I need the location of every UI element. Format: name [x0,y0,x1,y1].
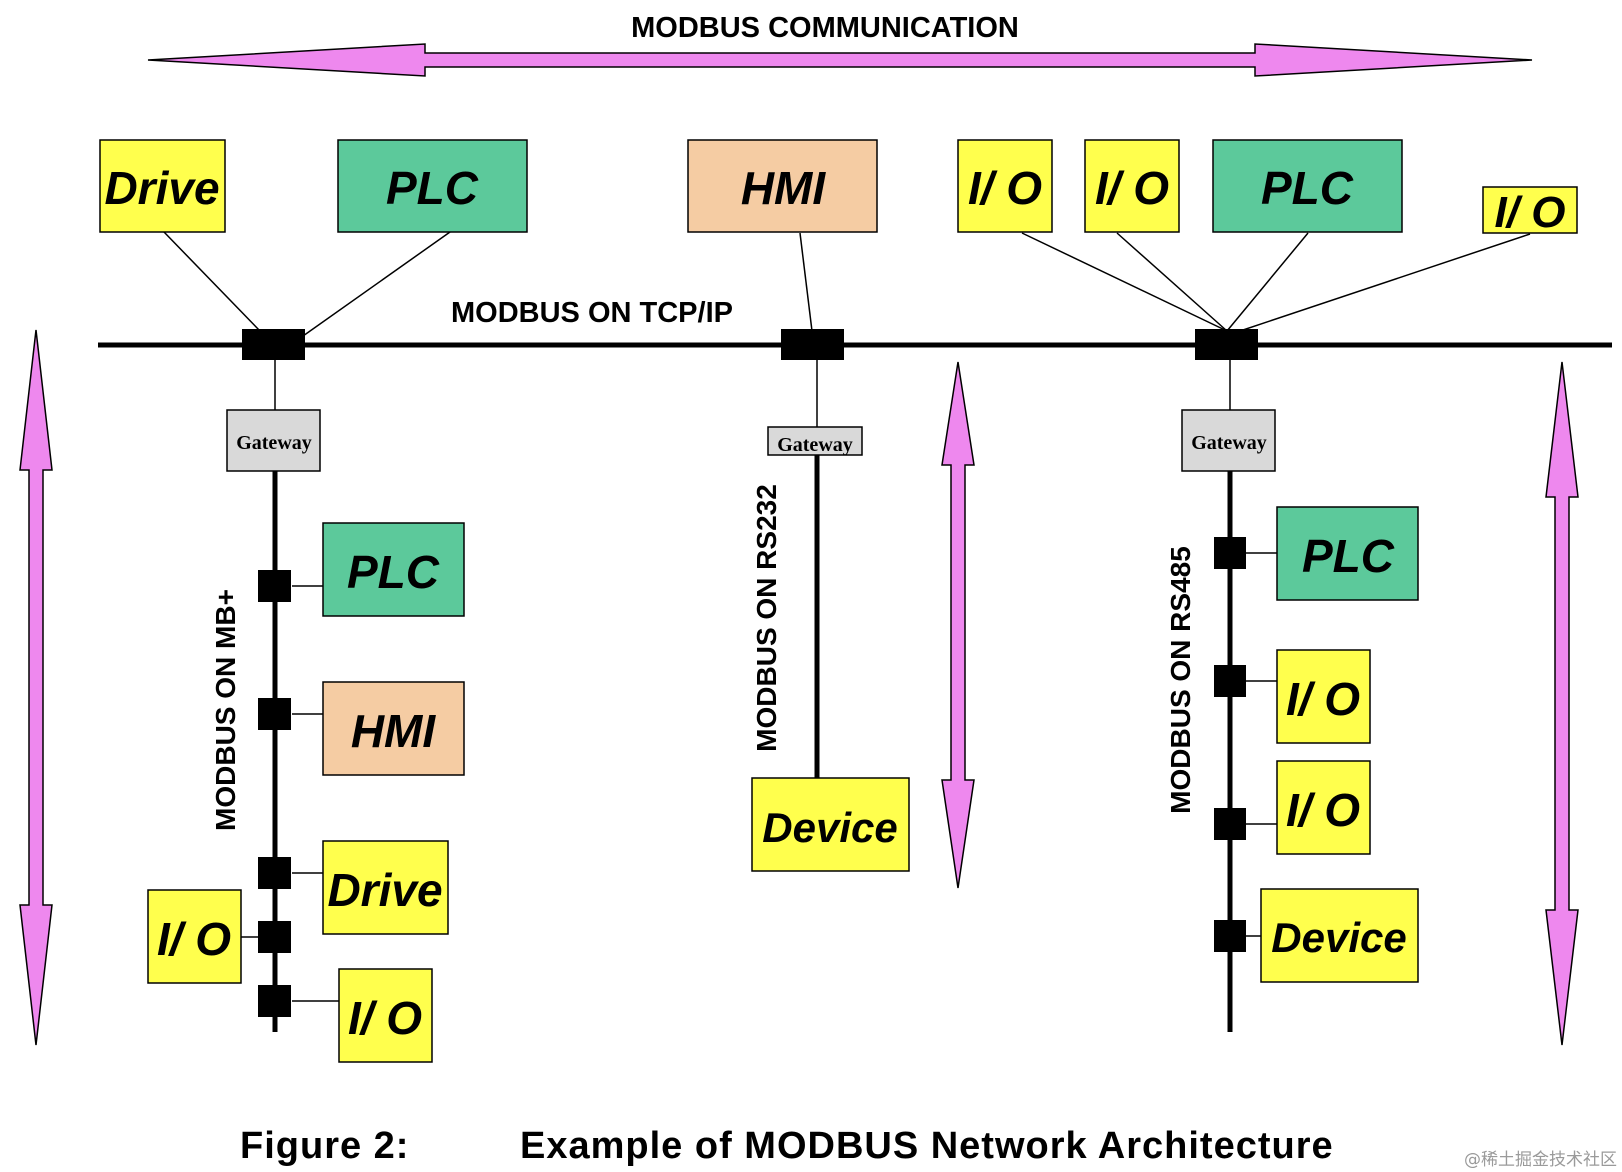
gateway-left: Gateway [226,409,321,472]
rs232-bus-label: MODBUS ON RS232 [751,484,782,752]
tcp-junction-left [242,329,305,360]
node-device-rs232: Device [751,777,910,872]
node-io-top-1: I/ O [957,139,1053,233]
node-drive-mbplus: Drive [322,840,449,935]
node-plc-mbplus: PLC [322,522,465,617]
diagram-title: MODBUS COMMUNICATION [631,12,1019,44]
svg-text:I/ O: I/ O [348,992,422,1044]
communication-arrow-vertical-middle [941,361,975,889]
node-io-rs485-1: I/ O [1276,649,1371,744]
node-plc-top-right: PLC [1212,139,1403,233]
svg-text:PLC: PLC [1261,162,1354,214]
mbplus-junction-4 [258,921,291,953]
communication-arrow-horizontal [147,43,1533,77]
svg-text:Drive: Drive [104,162,219,214]
svg-text:I/ O: I/ O [157,913,231,965]
svg-text:Drive: Drive [327,864,442,916]
node-plc-top-left: PLC [337,139,528,233]
mbplus-junction-1 [258,570,291,602]
mbplus-connection-lines [241,585,339,1002]
node-drive-top: Drive [99,139,226,233]
rs485-bus-label: MODBUS ON RS485 [1165,546,1196,814]
svg-text:Device: Device [1271,914,1406,961]
svg-text:PLC: PLC [1302,530,1395,582]
rs485-junction-3 [1214,808,1246,840]
svg-text:I/ O: I/ O [1286,784,1360,836]
svg-text:I/ O: I/ O [1095,162,1169,214]
rs485-connection-lines [1246,552,1277,937]
caption-title: Example of MODBUS Network Architecture [520,1125,1334,1167]
svg-text:I/ O: I/ O [968,162,1042,214]
svg-text:HMI: HMI [741,162,827,214]
svg-text:HMI: HMI [351,705,437,757]
gateway-right: Gateway [1181,409,1276,472]
mbplus-junction-5 [258,985,291,1017]
node-io-top-3: I/ O [1482,186,1578,237]
tcp-junction-middle [781,329,844,360]
mbplus-bus-label: MODBUS ON MB+ [210,589,241,831]
communication-arrow-vertical-left [19,329,53,1046]
mbplus-junction-3 [258,857,291,889]
svg-text:Device: Device [762,804,897,851]
node-io-rs485-2: I/ O [1276,760,1371,855]
caption-figure-number: Figure 2: [240,1125,409,1167]
svg-text:PLC: PLC [347,546,440,598]
svg-text:I/ O: I/ O [1495,188,1566,237]
node-device-rs485: Device [1260,888,1419,983]
tcp-junction-right [1195,329,1258,360]
tcp-connection-lines [163,231,1531,337]
gateway-middle: Gateway [767,426,863,456]
communication-arrow-vertical-right [1545,361,1579,1046]
node-io-top-2: I/ O [1084,139,1180,233]
watermark-text: @稀土掘金技术社区 [1464,1150,1617,1170]
node-io-mbplus-bottom: I/ O [338,968,433,1063]
rs485-junction-2 [1214,665,1246,697]
node-hmi-mbplus: HMI [322,681,465,776]
svg-text:PLC: PLC [386,162,479,214]
node-io-mbplus-left: I/ O [147,889,242,984]
rs485-junction-4 [1214,920,1246,952]
mbplus-junction-2 [258,698,291,730]
node-plc-rs485: PLC [1276,506,1419,601]
svg-text:Gateway: Gateway [1191,432,1267,454]
svg-text:I/ O: I/ O [1286,673,1360,725]
rs485-junction-1 [1214,537,1246,569]
tcpip-bus-label: MODBUS ON TCP/IP [451,297,733,329]
svg-text:Gateway: Gateway [777,434,853,456]
node-hmi-top: HMI [687,139,878,233]
svg-text:Gateway: Gateway [236,432,312,454]
